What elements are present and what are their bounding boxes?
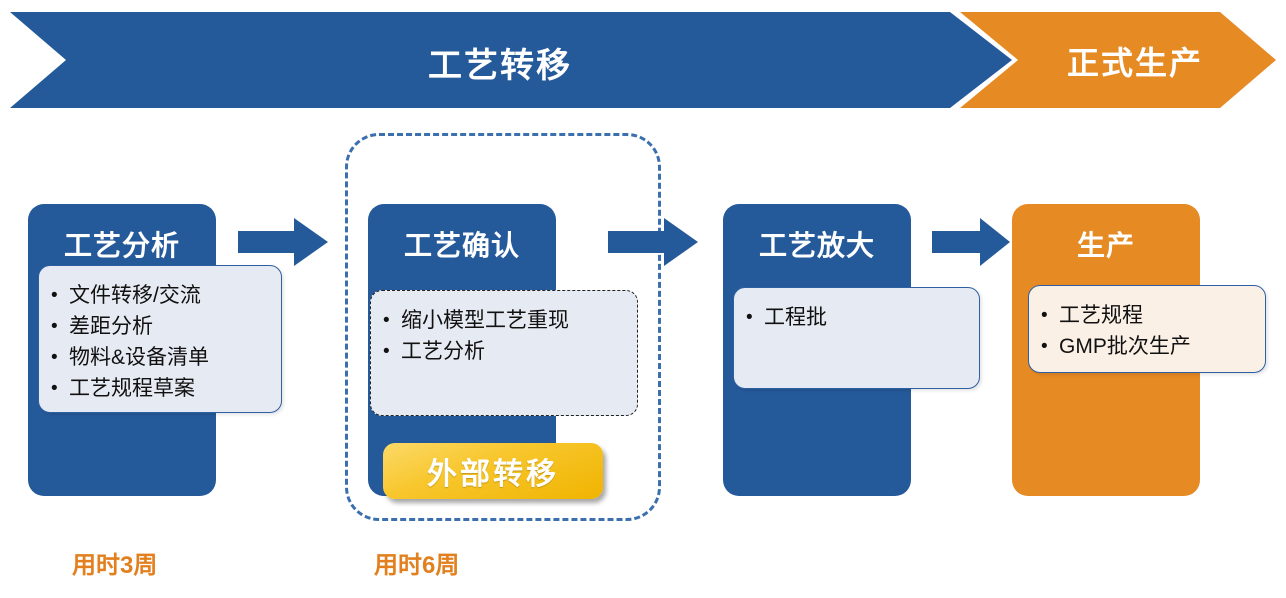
flow-arrow-2 (608, 218, 698, 266)
external-transfer-badge[interactable]: 外部转移 (383, 443, 603, 499)
flow-arrow-3 (932, 218, 1010, 266)
external-transfer-badge-label: 外部转移 (427, 458, 559, 491)
stage-title-process-confirmation: 工艺确认 (403, 230, 520, 261)
stage-bullets-process-analysis: 文件转移/交流 差距分析 物料&设备清单 工艺规程草案 (38, 265, 282, 413)
phase-banner: 工艺转移 正式生产 (0, 0, 1286, 120)
duration-label-stage-1: 用时3周 (72, 552, 158, 579)
chevron-formal-production (960, 12, 1276, 108)
list-item: 物料&设备清单 (51, 342, 271, 373)
list-item: 差距分析 (51, 311, 271, 342)
stage-title-process-analysis: 工艺分析 (63, 230, 180, 261)
flow-arrow-1 (238, 218, 328, 266)
phase-banner-shapes (10, 12, 1276, 108)
stage-bullets-production: 工艺规程 GMP批次生产 (1028, 285, 1266, 373)
stage-bullets-process-confirmation: 缩小模型工艺重现 工艺分析 (370, 290, 638, 416)
list-item: 工艺分析 (383, 336, 627, 367)
duration-label-stage-2: 用时6周 (374, 552, 460, 579)
list-item: GMP批次生产 (1041, 331, 1255, 362)
chevron-process-transfer (10, 12, 1012, 108)
list-item: 工艺规程 (1041, 300, 1255, 331)
phase-label-process-transfer: 工艺转移 (428, 47, 572, 85)
list-item: 文件转移/交流 (51, 280, 271, 311)
list-item: 工艺规程草案 (51, 373, 271, 404)
stage-title-process-scaleup: 工艺放大 (758, 230, 875, 261)
stage-bullets-process-scaleup: 工程批 (733, 287, 980, 389)
external-transfer-group-outline (345, 133, 661, 521)
list-item: 缩小模型工艺重现 (383, 305, 627, 336)
stage-title-production: 生产 (1076, 230, 1135, 261)
phase-label-formal-production: 正式生产 (1066, 45, 1203, 81)
list-item: 工程批 (746, 302, 969, 333)
